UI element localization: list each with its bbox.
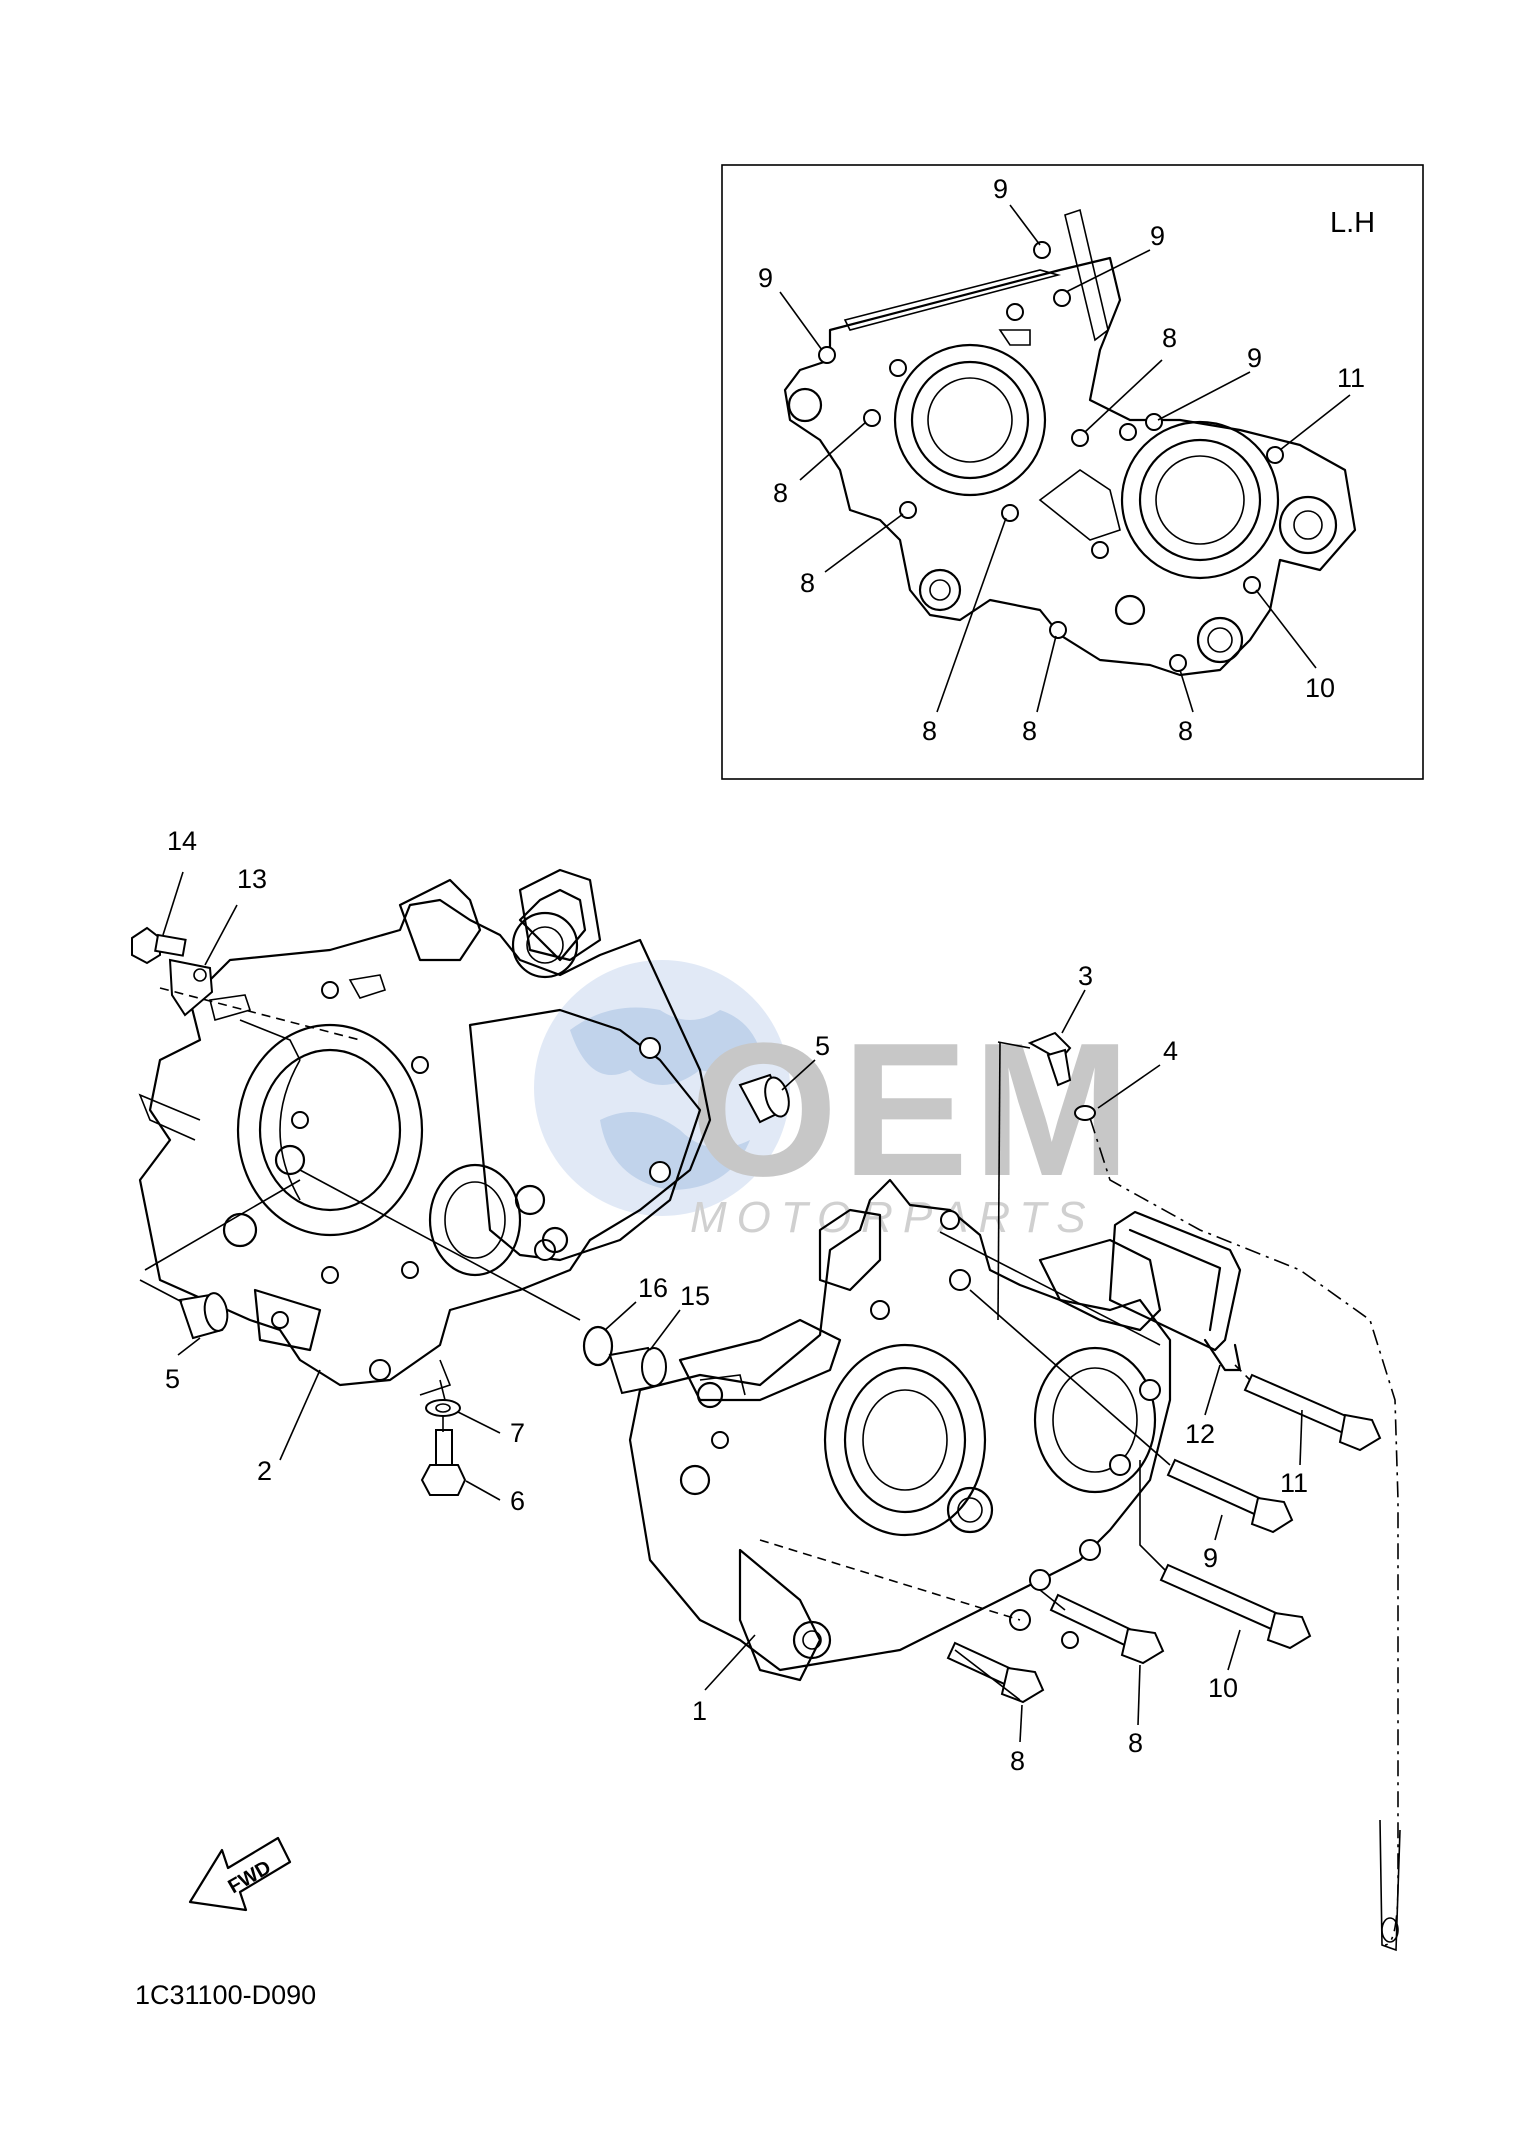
callout-leaders: [162, 871, 1303, 1743]
part-3-breather-joint: [1027, 1031, 1072, 1087]
inset-lh-view: L.H: [721, 164, 1424, 780]
callout-3: 3: [1078, 961, 1093, 991]
watermark-logo: OEM MOTORPARTS: [534, 960, 1131, 1242]
inset-bearing-right: [1120, 420, 1280, 580]
watermark-subtext: MOTORPARTS: [690, 1193, 1096, 1242]
callout-9: 9: [1203, 1543, 1218, 1573]
part-4-breather-hose: [1074, 1105, 1401, 1952]
callout-16: 16: [638, 1273, 668, 1303]
part-11-bolt: [1243, 1373, 1382, 1452]
callout-5-lower: 5: [165, 1364, 180, 1394]
crank-bore-left: [236, 1023, 424, 1237]
callout-14: 14: [167, 826, 197, 856]
inset-callout-11: 11: [1337, 363, 1365, 393]
part-7-washer: [425, 1399, 461, 1417]
callout-13: 13: [237, 864, 267, 894]
callout-10: 10: [1208, 1673, 1238, 1703]
part-14-bolt: [131, 926, 187, 965]
callout-7: 7: [510, 1418, 525, 1448]
part-9-bolt: [1166, 1458, 1294, 1534]
inset-callout-8b: 8: [773, 478, 788, 508]
inset-callout-8e: 8: [1022, 716, 1037, 746]
callout-12: 12: [1185, 1419, 1215, 1449]
part-16-o-ring: [582, 1325, 614, 1367]
fwd-label: FWD: [224, 1856, 274, 1898]
inset-side-label: L.H: [1330, 207, 1375, 239]
callout-5-upper: 5: [815, 1031, 830, 1061]
part-12-bracket: [1108, 1210, 1242, 1372]
inset-top-rail: [843, 269, 1062, 331]
inset-callout-8c: 8: [800, 568, 815, 598]
inset-crankcase-outline: [783, 256, 1357, 677]
part-5-dowel-lower: [178, 1292, 229, 1340]
inset-stay: [1064, 208, 1109, 342]
callout-2: 2: [257, 1456, 272, 1486]
callout-6: 6: [510, 1486, 525, 1516]
crankcase-left-part-2: [138, 868, 712, 1396]
callout-8-right: 8: [1128, 1728, 1143, 1758]
part-6-drain-bolt: [420, 1429, 467, 1496]
callout-15: 15: [680, 1281, 710, 1311]
inset-frame: [721, 164, 1424, 780]
inset-callout-9c: 9: [758, 263, 773, 293]
inset-callout-9d: 9: [1247, 343, 1262, 373]
inset-bearing-left: [893, 343, 1047, 497]
part-8-bolt-left: [946, 1641, 1045, 1704]
part-13-plate: [168, 958, 214, 1017]
part-10-bolt: [1159, 1563, 1312, 1650]
crank-bore-right: [823, 1343, 987, 1537]
inset-bolt-holes: [818, 241, 1284, 672]
assembly-guides: [139, 987, 1251, 1701]
callout-4: 4: [1163, 1036, 1178, 1066]
fwd-arrow: FWD: [188, 1836, 292, 1912]
inset-callout-8d: 8: [922, 716, 937, 746]
part-8-bolt-right: [1049, 1593, 1165, 1665]
inset-callout-8f: 8: [1178, 716, 1193, 746]
part-15-collar: [608, 1346, 667, 1395]
inset-callout-9b: 9: [1150, 221, 1165, 251]
callout-11: 11: [1280, 1468, 1308, 1498]
callout-8-left: 8: [1010, 1746, 1025, 1776]
inset-callout-9a: 9: [993, 174, 1008, 204]
inset-callout-8a: 8: [1162, 323, 1177, 353]
crankcase-right-part-1: [628, 1178, 1172, 1682]
diagram-code: 1C31100-D090: [135, 1980, 316, 2010]
inset-callout-10: 10: [1305, 673, 1335, 703]
inset-leaders: [779, 204, 1351, 713]
part-5-dowel-upper: [738, 1073, 790, 1124]
callout-1: 1: [692, 1696, 707, 1726]
